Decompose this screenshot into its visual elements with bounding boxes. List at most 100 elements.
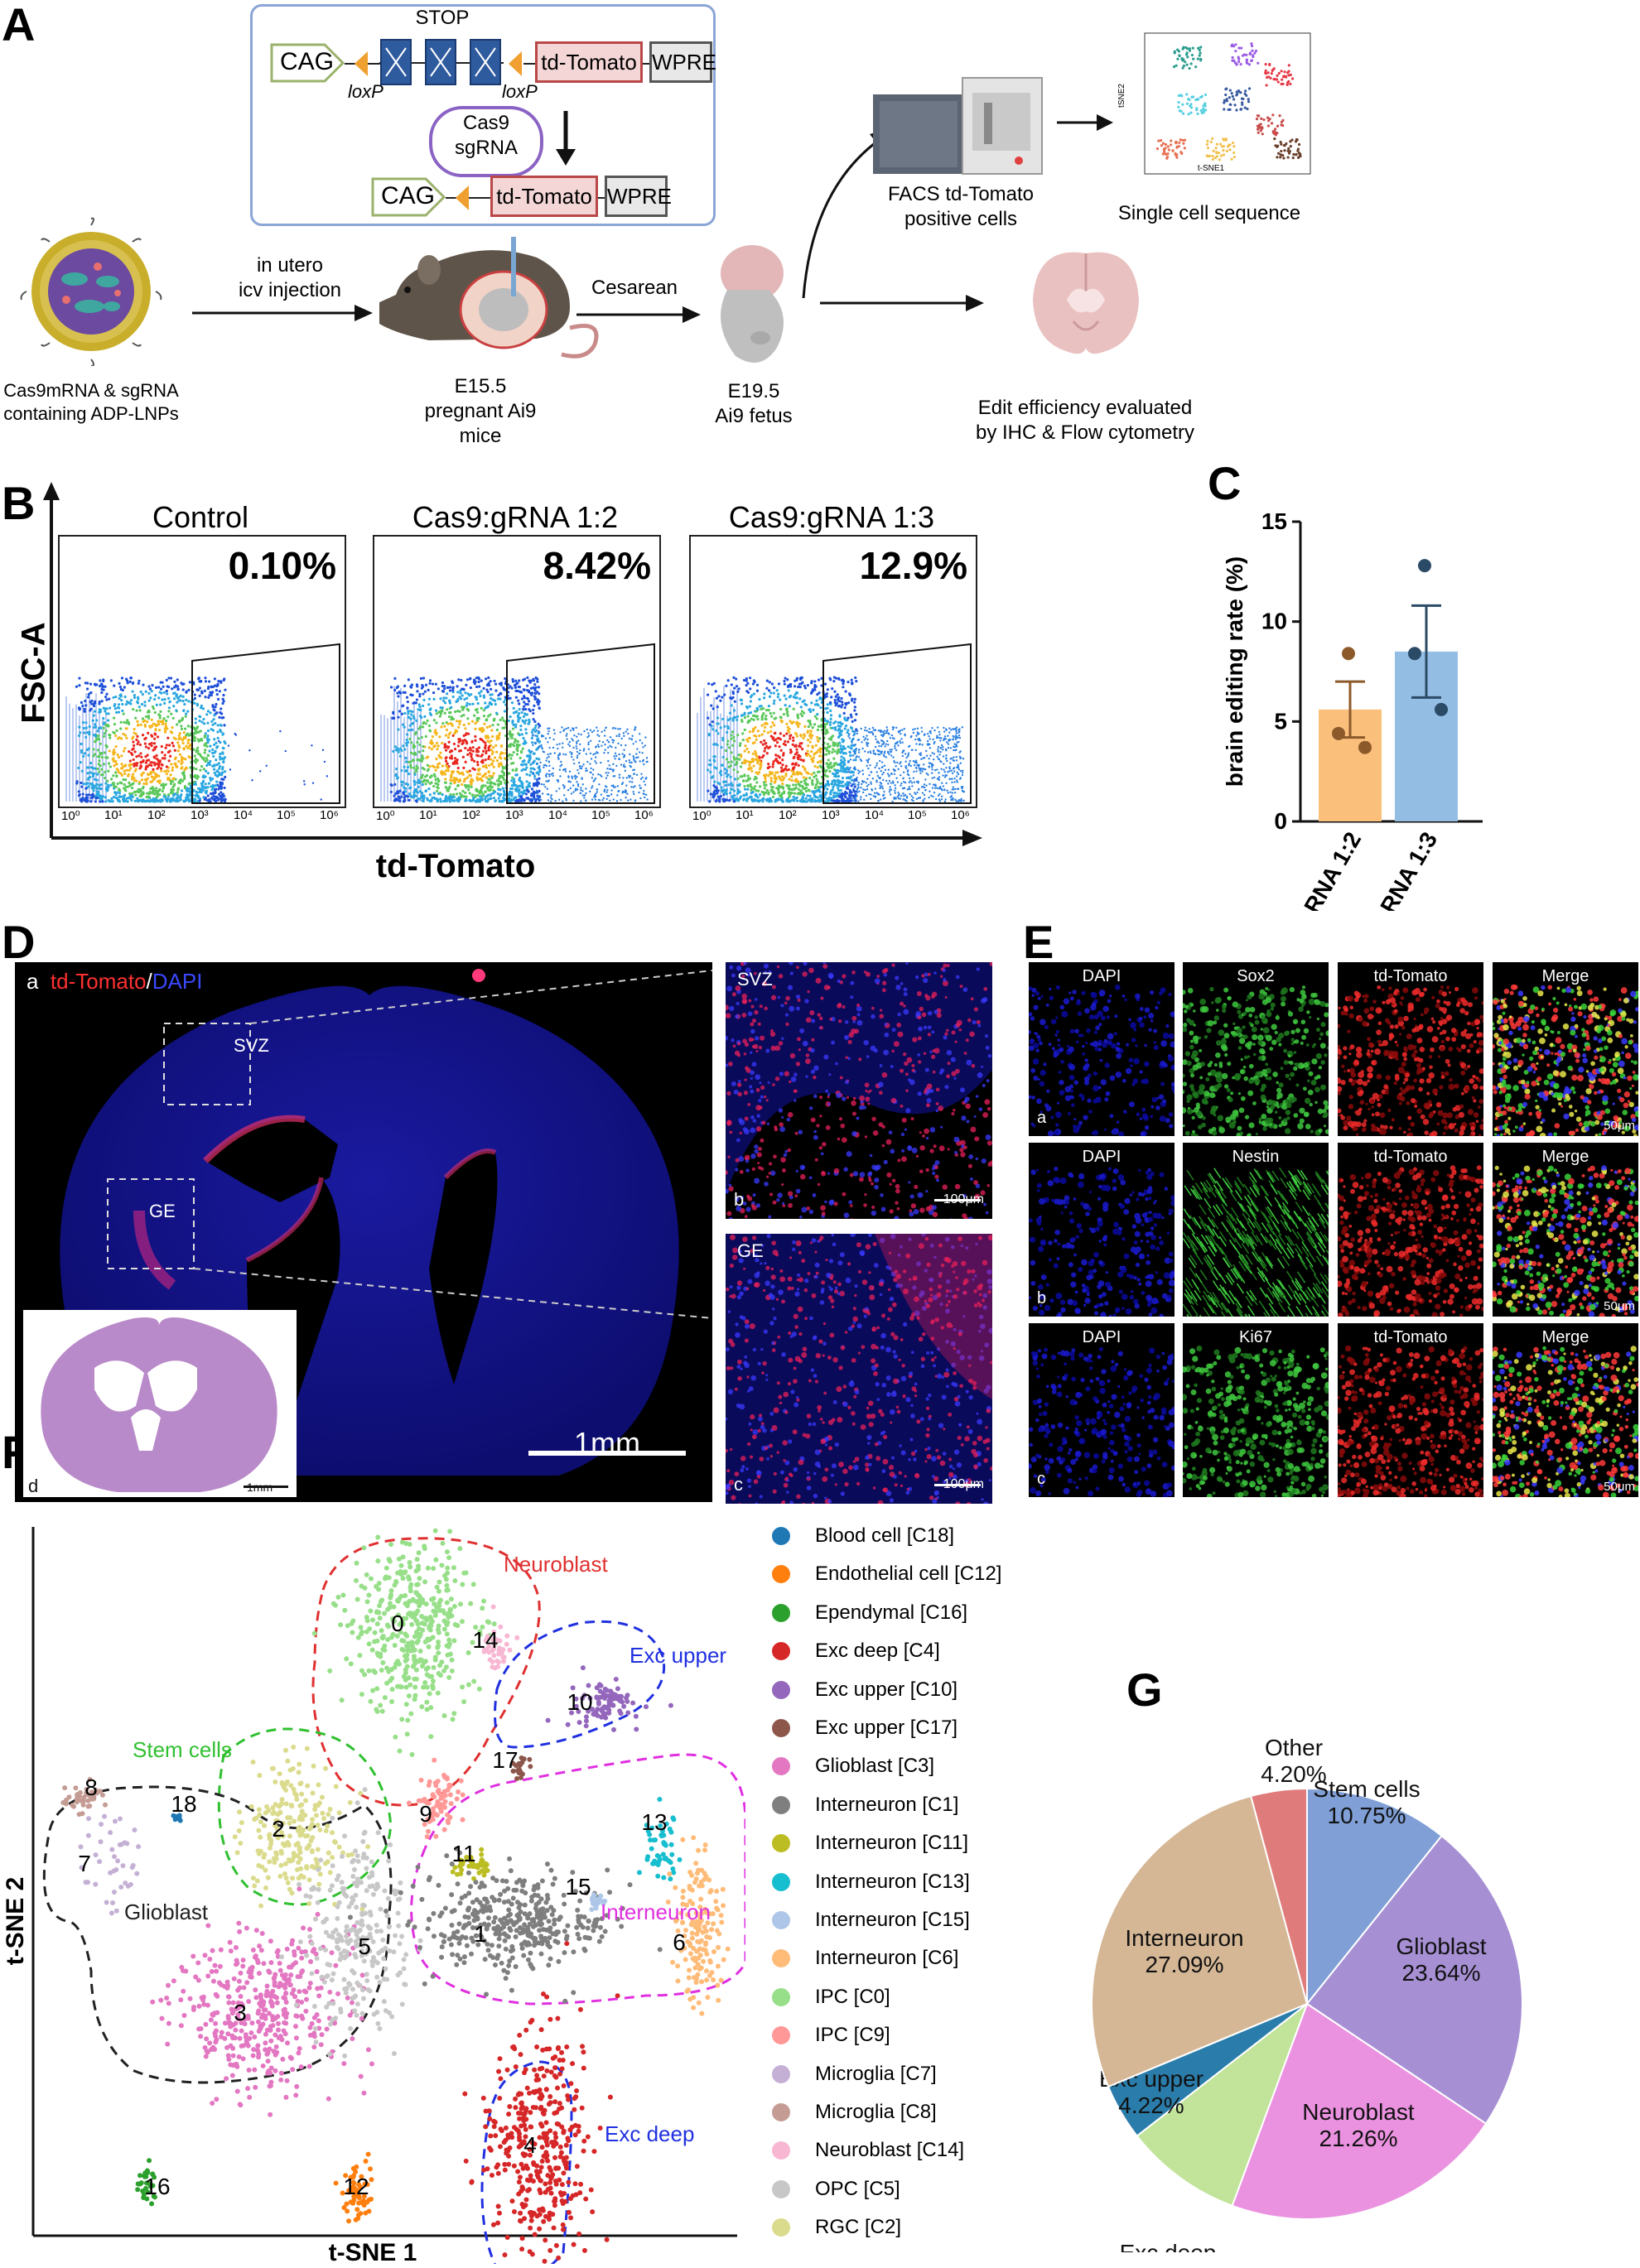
pie-label: Glioblast — [1396, 1933, 1487, 1959]
legend-item: Interneuron [C1] — [772, 1786, 958, 1824]
zoom-scale: 100μm — [943, 1477, 984, 1492]
e-image-a-3: td-Tomato — [1338, 962, 1483, 1136]
facs-label: FACS td-Tomato positive cells — [861, 182, 1060, 232]
e-channel-label: DAPI — [1029, 967, 1175, 986]
flow-tick: 10⁶ — [951, 808, 970, 822]
label-slash: / — [147, 969, 152, 994]
legend-item: Exc upper [C17] — [772, 1709, 957, 1747]
bar-point — [1358, 741, 1372, 754]
tsne-group-label: Interneuron — [601, 1900, 711, 1924]
flow-tick: 10⁵ — [277, 808, 296, 822]
flow-tick: 10⁶ — [634, 808, 654, 822]
zoom-scale: 100μm — [943, 1192, 984, 1207]
legend-item: Microglia [C8] — [772, 2093, 937, 2131]
flow-tick: 10⁵ — [908, 808, 927, 822]
tsne-cluster-label: 4 — [523, 2132, 537, 2158]
tsne-cluster-label: 17 — [492, 1747, 518, 1773]
e-row-letter: a — [1037, 1109, 1046, 1128]
flow-tick: 10³ — [191, 808, 209, 822]
e-image-a-4: Merge50μm — [1493, 962, 1638, 1136]
he-inset: d 1mm — [23, 1310, 297, 1497]
legend-swatch — [772, 1757, 790, 1775]
legend-label: Interneuron [C13] — [815, 1871, 970, 1894]
legend-label: IPC [C9] — [815, 2024, 890, 2047]
pie-value: 4.22% — [1118, 2092, 1184, 2118]
tsne-cluster-1 — [509, 1868, 514, 1873]
right-arrow-icon — [576, 305, 701, 329]
e-channel-label: DAPI — [1029, 1148, 1175, 1167]
e-image-b-2: Nestin — [1183, 1143, 1329, 1317]
pie-value: 23.64% — [1402, 1960, 1481, 1986]
svz-label: SVZ — [234, 1035, 269, 1057]
e-scale-label: 50μm — [1604, 1299, 1635, 1313]
zoom-letter: c — [734, 1474, 743, 1495]
wpre-gene-top: WPRE — [649, 41, 712, 83]
legend-label: OPC [C5] — [815, 2178, 900, 2201]
legend-item: Exc upper [C10] — [772, 1671, 957, 1709]
legend-item: Interneuron [C6] — [772, 1939, 958, 1977]
tsne-cluster-label: 16 — [144, 2174, 170, 2199]
dna-line — [523, 63, 535, 65]
legend-label: Exc upper [C10] — [815, 1678, 957, 1702]
bar-ytick: 0 — [1274, 808, 1287, 834]
tsne-cluster-label: 10 — [567, 1689, 592, 1715]
dna-line — [598, 197, 605, 199]
legend-item: Interneuron [C13] — [772, 1863, 970, 1901]
e-image-b-4: Merge 50μm — [1493, 1143, 1638, 1317]
legend-swatch — [772, 2218, 790, 2237]
legend-label: Interneuron [C11] — [815, 1832, 968, 1855]
flow-percent-1: 0.10% — [229, 543, 336, 588]
flow-tick: 10² — [462, 808, 480, 822]
right-arrow-icon — [192, 303, 374, 327]
tsne-group-label: Exc deep — [605, 2121, 694, 2146]
panel-label-e: E — [1023, 919, 1054, 965]
panel-b: FSC-A td-Tomato Control0.10%10⁰10¹10²10³… — [0, 480, 1176, 903]
cas9-label: Cas9 sgRNA — [429, 111, 543, 161]
e-image-c-1: DAPIc — [1029, 1323, 1175, 1497]
legend-item: Ependymal [C16] — [772, 1594, 967, 1632]
tsne-group-label: Neuroblast — [504, 1552, 609, 1577]
flow-title-3: Cas9:gRNA 1:3 — [689, 500, 974, 535]
tsne-cluster-label: 8 — [84, 1774, 98, 1800]
panel-a: STOP CAG loxP loxP td-Tomato WPRE Cas9 s… — [0, 0, 1640, 464]
mouse-label: E15.5 pregnant Ai9 mice — [398, 374, 563, 449]
legend-item: Exc deep [C4] — [772, 1632, 940, 1670]
e-scale-label: 50μm — [1604, 1119, 1635, 1133]
tsne-xlabel: t-SNE 1 — [329, 2239, 417, 2264]
pie-label: Exc deep — [1120, 2240, 1217, 2252]
tsne-ylabel: t-SNE 2 — [2, 1877, 29, 1966]
zoom-title: SVZ — [737, 969, 773, 990]
legend-item: Interneuron [C11] — [772, 1824, 968, 1862]
legend-label: Neuroblast [C14] — [815, 2139, 964, 2162]
flow-xticks-3: 10⁰10¹10²10³10⁴10⁵10⁶ — [689, 808, 974, 828]
zoom-svz: SVZ b 100μm — [726, 962, 992, 1219]
main-scale-label: 1mm — [528, 1426, 686, 1461]
legend-label: Glioblast [C3] — [815, 1755, 934, 1778]
loxp-triangle-icon — [507, 50, 523, 82]
flow-tick: 10¹ — [736, 808, 754, 822]
bar-ylabel: brain editing rate (%) — [1222, 556, 1247, 787]
facs-machine-icon — [871, 70, 1045, 181]
legend-label: Interneuron [C1] — [815, 1794, 958, 1817]
e-channel-label: td-Tomato — [1338, 1328, 1483, 1347]
legend-swatch — [772, 1719, 790, 1737]
flow-tick: 10⁵ — [591, 808, 610, 822]
e-image-b-1: DAPIb — [1029, 1143, 1175, 1317]
legend-label: Exc upper [C17] — [815, 1717, 957, 1740]
e-channel-label: Merge — [1493, 1328, 1638, 1347]
legend-label: Ependymal [C16] — [815, 1601, 967, 1625]
legend-item: Glioblast [C3] — [772, 1747, 934, 1785]
legend-swatch — [772, 1949, 790, 1967]
panel-c: 051015brain editing rate (%)Cas9:gRNA 1:… — [1209, 464, 1640, 911]
label-tdtomato: td-Tomato — [51, 969, 147, 994]
e-channel-label: Merge — [1493, 1148, 1638, 1167]
bar-category-label: Cas9:gRNA 1:2 — [1261, 828, 1366, 912]
zoom-letter: b — [734, 1189, 744, 1211]
pie-value: 21.26% — [1319, 2126, 1398, 2151]
pie-chart: Stem cells10.75%Glioblast23.64%Neuroblas… — [1085, 1673, 1640, 2252]
legend-swatch — [772, 1834, 790, 1852]
pie-value: 4.20% — [1261, 1761, 1326, 1787]
pie-label: Other — [1265, 1735, 1323, 1760]
flow-title-1: Control — [58, 500, 343, 535]
legend-item: OPC [C5] — [772, 2170, 900, 2208]
